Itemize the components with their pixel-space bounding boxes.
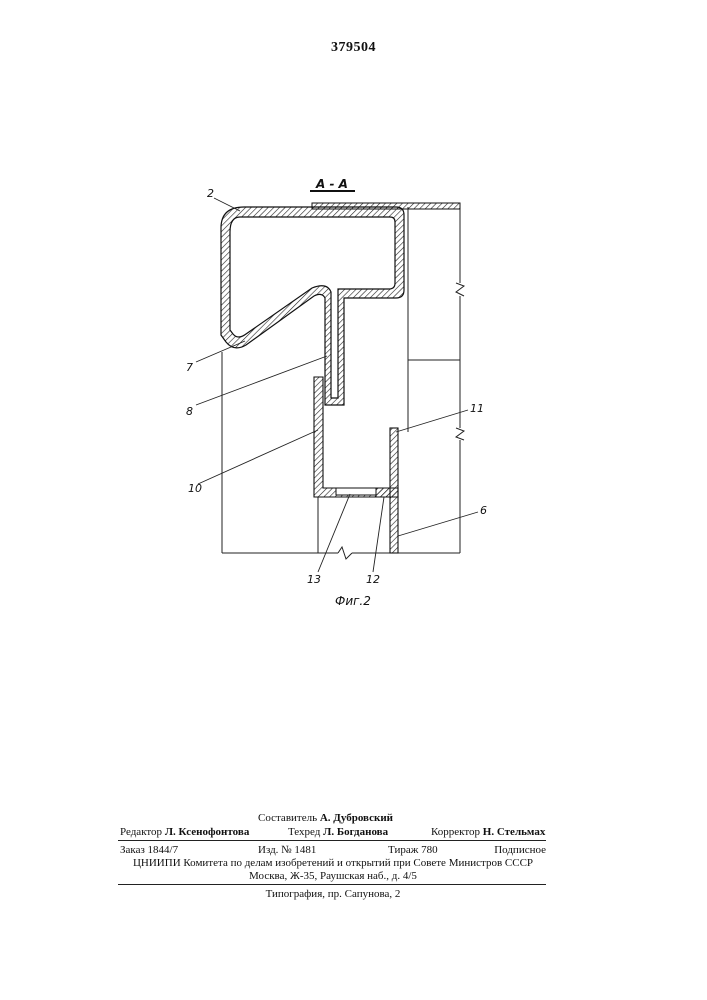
compiler-role: Составитель — [258, 812, 317, 824]
techred-name: Л. Богданова — [323, 826, 388, 838]
subscription: Подписное — [494, 844, 546, 857]
address: Москва, Ж-35, Раушская наб., д. 4/5 — [120, 870, 546, 883]
part-13 — [336, 488, 376, 495]
callout-13: 13 — [307, 573, 321, 586]
figure-caption: Фиг.2 — [335, 594, 371, 608]
techred-credit: Техред Л. Богданова — [288, 826, 388, 839]
imprint-rule-bottom — [118, 884, 546, 885]
institution: ЦНИИПИ Комитета по делам изобретений и о… — [120, 857, 546, 870]
circulation: Тираж 780 — [388, 844, 438, 857]
order-number: Заказ 1844/7 — [120, 844, 178, 857]
callout-2: 2 — [207, 187, 214, 200]
break-marks — [338, 283, 464, 559]
part-12 — [376, 488, 390, 497]
callout-12: 12 — [366, 573, 380, 586]
corrector-role: Корректор — [431, 826, 480, 838]
callout-8: 8 — [186, 405, 193, 418]
edition-number: Изд. № 1481 — [258, 844, 316, 857]
corrector-credit: Корректор Н. Стельмах — [431, 826, 545, 839]
part-11 — [390, 428, 398, 553]
printer: Типография, пр. Сапунова, 2 — [120, 888, 546, 901]
callout-11: 11 — [470, 402, 484, 415]
imprint-rule-top — [118, 840, 546, 841]
order-line: Заказ 1844/7 Изд. № 1481 Тираж 780 Подпи… — [120, 844, 546, 857]
techred-role: Техред — [288, 826, 320, 838]
corrector-name: Н. Стельмах — [483, 826, 546, 838]
compiler-line: Составитель А. Дубровский — [258, 812, 393, 825]
editor-name: Л. Ксенофонтова — [165, 826, 250, 838]
editor-role: Редактор — [120, 826, 162, 838]
callout-6: 6 — [480, 504, 487, 517]
main-profile — [221, 207, 404, 405]
compiler-name: А. Дубровский — [320, 812, 393, 824]
callout-7: 7 — [186, 361, 193, 374]
section-label: А - А — [315, 177, 348, 191]
callout-10: 10 — [188, 482, 202, 495]
editor-credit: Редактор Л. Ксенофонтова — [120, 826, 249, 839]
